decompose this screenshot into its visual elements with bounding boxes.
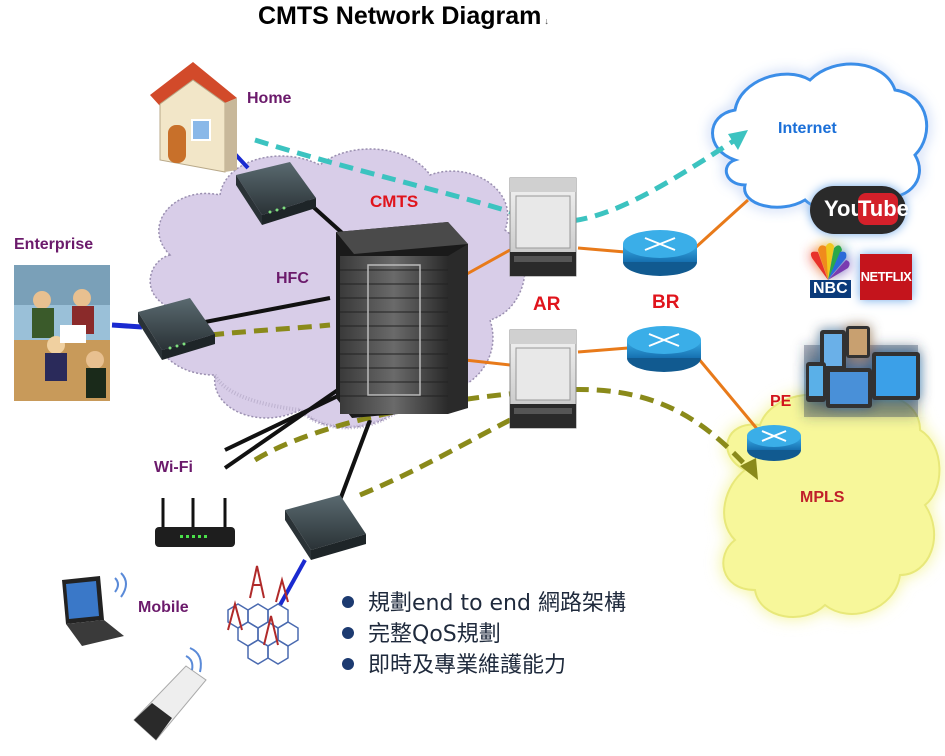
ar2-br2-link bbox=[577, 346, 629, 354]
bullet-text: 完整QoS規劃 bbox=[368, 622, 501, 647]
ar1-br1-link bbox=[577, 246, 626, 254]
cell-tower-grid-icon bbox=[227, 565, 299, 665]
paragraph-mark: ↓ bbox=[544, 16, 549, 26]
enterprise-mpls-path bbox=[209, 322, 331, 338]
bullet-text: 即時及專業維護能力 bbox=[368, 653, 567, 678]
label-ar: AR bbox=[533, 294, 561, 315]
label-br: BR bbox=[652, 292, 680, 313]
mobile-cmts-path bbox=[359, 412, 522, 498]
youtube-logo: You Tube bbox=[810, 186, 909, 234]
cmts-chassis-icon bbox=[336, 222, 468, 418]
wifi-cmts-link bbox=[223, 383, 347, 470]
cable-modem-icon-mobile bbox=[285, 495, 366, 560]
wifi-cmts-link-2 bbox=[224, 393, 341, 452]
label-pe: PE bbox=[770, 393, 792, 410]
bullet-text: 規劃end to end 網路架構 bbox=[368, 591, 626, 616]
label-wifi: Wi-Fi bbox=[154, 459, 193, 476]
nbc-logo-text: NBC bbox=[810, 280, 851, 298]
label-enterprise: Enterprise bbox=[14, 236, 94, 253]
bullet-dot-icon bbox=[342, 596, 354, 608]
br-router-icon-bottom bbox=[627, 326, 701, 372]
youtube-logo-tube: Tube bbox=[858, 193, 909, 225]
ar-chassis-icon-bottom bbox=[509, 329, 577, 429]
enterprise-office-image bbox=[14, 265, 110, 401]
label-home: Home bbox=[247, 90, 292, 107]
label-hfc: HFC bbox=[276, 270, 309, 287]
netflix-logo: NETFLIX bbox=[860, 254, 912, 300]
wifi-router-icon bbox=[155, 498, 235, 547]
nbc-logo: NBC bbox=[804, 250, 854, 302]
nbc-logo-icon bbox=[810, 243, 850, 280]
modem-cmts-link-2 bbox=[204, 296, 331, 324]
links bbox=[111, 138, 760, 606]
bullet-item: 即時及專業維護能力 bbox=[342, 650, 626, 681]
br1-internet-link bbox=[693, 198, 750, 250]
cmts-mpls-path bbox=[253, 386, 752, 472]
label-mobile: Mobile bbox=[138, 599, 189, 616]
laptop-icon bbox=[62, 572, 127, 646]
internet-cloud bbox=[711, 62, 929, 213]
bullet-item: 規劃end to end 網路架構 bbox=[342, 588, 626, 619]
feature-bullet-list: 規劃end to end 網路架構 完整QoS規劃 即時及專業維護能力 bbox=[342, 588, 626, 681]
bullet-dot-icon bbox=[342, 627, 354, 639]
cmts-ar2-link bbox=[464, 358, 511, 367]
label-mpls: MPLS bbox=[800, 489, 845, 506]
br2-pe-link bbox=[696, 357, 760, 431]
mobile-phone-icon bbox=[133, 647, 207, 741]
label-internet: Internet bbox=[778, 120, 837, 137]
enterprise-modem-link bbox=[111, 322, 143, 330]
bullet-item: 完整QoS規劃 bbox=[342, 619, 626, 650]
bullet-dot-icon bbox=[342, 658, 354, 670]
cable-modem-icon-enterprise bbox=[138, 298, 215, 360]
br-router-icon-top bbox=[623, 230, 697, 276]
ar-chassis-icon-top bbox=[509, 177, 577, 277]
youtube-logo-you: You bbox=[824, 196, 864, 221]
cmts-ar1-link bbox=[464, 248, 511, 277]
mobile-modem-cmts-link bbox=[338, 419, 372, 501]
house-icon bbox=[150, 62, 237, 173]
pe-router-icon bbox=[747, 425, 801, 461]
label-cmts: CMTS bbox=[370, 192, 419, 211]
cable-modem-icon-home bbox=[236, 162, 316, 225]
dashed-paths bbox=[209, 130, 758, 498]
modem-tower-link bbox=[278, 559, 307, 606]
diagram-title: CMTS Network Diagram↓ bbox=[258, 2, 549, 30]
devices-cluster-icon bbox=[804, 326, 920, 417]
